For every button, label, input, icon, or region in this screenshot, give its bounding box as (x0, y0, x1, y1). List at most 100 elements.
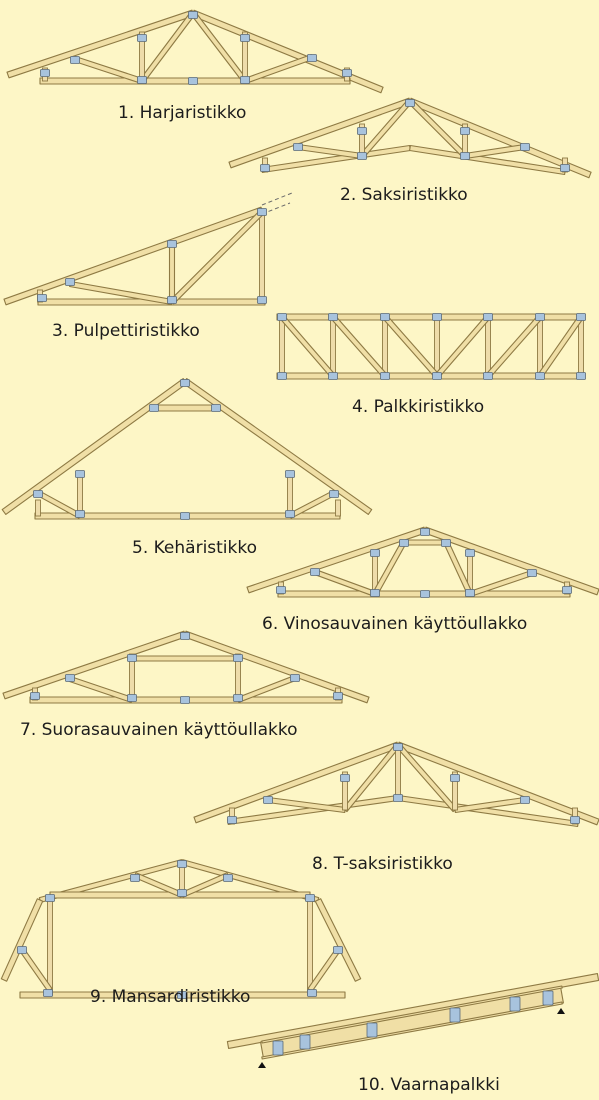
caption-pulpettiristikko: 3. Pulpettiristikko (52, 321, 200, 341)
nail-plate (299, 1034, 311, 1050)
timber-member (397, 794, 579, 828)
vertical-member (434, 315, 440, 378)
nail-plate (307, 989, 317, 997)
truss-3-pulpettiristikko (3, 192, 293, 306)
timber-member (6, 9, 195, 79)
nail-plate (576, 372, 586, 380)
vertical-member (279, 315, 285, 378)
support-marker (258, 1062, 266, 1068)
nail-plate (277, 313, 287, 321)
nail-plate (233, 654, 243, 662)
nail-plate (285, 470, 295, 478)
nail-plate (233, 694, 243, 702)
truss-10-vaarnapalkki (226, 973, 599, 1068)
caption-palkkiristikko: 4. Palkkiristikko (352, 397, 485, 417)
nail-plate (137, 34, 147, 42)
nail-plate (130, 874, 140, 882)
nail-plate (460, 152, 470, 160)
nail-plate (393, 794, 403, 802)
nail-plate (460, 127, 470, 135)
nail-plate (240, 34, 250, 42)
nail-plate (257, 208, 267, 216)
nail-plate (177, 991, 187, 999)
nail-plate (380, 372, 390, 380)
timber-member (297, 143, 363, 160)
vertical-member (330, 315, 336, 378)
nail-plate (305, 894, 315, 902)
nail-plate (333, 692, 343, 700)
support-marker (557, 1008, 565, 1014)
caption-kehäristikko: 5. Kehäristikko (132, 538, 258, 558)
timber-member (261, 985, 563, 1044)
nail-plate (227, 816, 237, 824)
nail-plate (535, 313, 545, 321)
timber-member (261, 1001, 563, 1060)
nail-plate (432, 372, 442, 380)
nail-plate (420, 528, 430, 536)
nail-plate (366, 1022, 378, 1038)
nail-plate (333, 946, 343, 954)
nail-plate (328, 313, 338, 321)
caption-suorasauvainen-kayttoullakko: 7. Suorasauvainen käyttöullakko (20, 720, 298, 740)
vertical-member (77, 471, 83, 517)
nail-plate (342, 69, 352, 77)
caption-t-saksiristikko: 8. T-saksiristikko (312, 854, 453, 874)
nail-plate (40, 69, 50, 77)
nail-plate (43, 989, 53, 997)
caption-harjaristikko: 1. Harjaristikko (118, 103, 247, 123)
vertical-member (537, 315, 543, 378)
nail-plate (465, 589, 475, 597)
timber-member (246, 526, 427, 594)
nail-plate (180, 696, 190, 704)
nail-plate (127, 654, 137, 662)
timber-member (537, 315, 584, 378)
nail-plate (329, 490, 339, 498)
timber-member (434, 314, 491, 379)
nail-plate (293, 143, 303, 151)
timber-member (485, 314, 543, 379)
nail-plate (310, 568, 320, 576)
nail-plate (33, 490, 43, 498)
vertical-member (335, 499, 341, 517)
collar-tie (131, 655, 239, 662)
nail-plate (307, 54, 317, 62)
truss-5-kehäristikko (1, 378, 373, 520)
nail-plate (188, 77, 198, 85)
timber-member (1, 378, 188, 515)
nail-plate (562, 586, 572, 594)
nail-plate (393, 743, 403, 751)
nail-plate (17, 946, 27, 954)
nail-plate (380, 313, 390, 321)
nail-plate (509, 996, 521, 1012)
nail-plate (177, 860, 187, 868)
collar-tie (152, 404, 218, 412)
timber-member (0, 898, 44, 982)
nail-plate (180, 512, 190, 520)
timber-member (2, 630, 187, 700)
vertical-member (307, 894, 313, 996)
timber-member (168, 241, 176, 303)
timber-member (423, 526, 599, 596)
nail-plate (420, 590, 430, 598)
caption-mansardiristikko: 9. Mansardiristikko (90, 987, 251, 1007)
timber-member (314, 898, 362, 982)
nail-plate (75, 510, 85, 518)
vertical-member (395, 747, 401, 799)
vertical-member (578, 315, 584, 378)
nail-plate (520, 143, 530, 151)
nail-plate (263, 796, 273, 804)
nail-plate (370, 549, 380, 557)
nail-plate (535, 372, 545, 380)
nail-plate (272, 1040, 284, 1056)
caption-vaarnapalkki: 10. Vaarnapalkki (358, 1075, 500, 1095)
nail-plate (211, 404, 221, 412)
truss-6-vinosauvainen (246, 526, 599, 598)
nail-plate (465, 549, 475, 557)
vertical-member (259, 209, 265, 303)
timber-member (228, 97, 412, 169)
truss-4-palkkiristikko (276, 313, 586, 380)
nail-plate (285, 510, 295, 518)
nail-plate (432, 313, 442, 321)
nail-plate (441, 539, 451, 547)
